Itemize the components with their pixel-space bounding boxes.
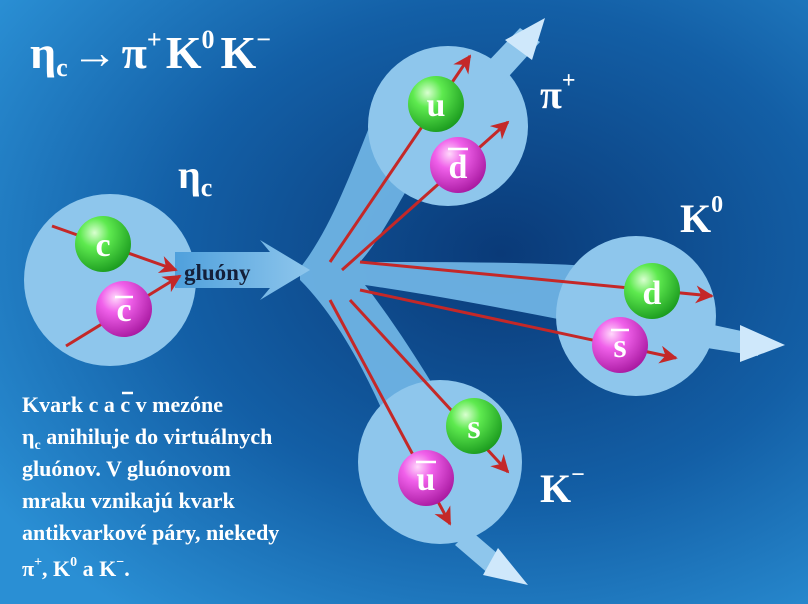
gluon-arrow bbox=[175, 240, 310, 300]
pi-plus-outgoing-arrow bbox=[505, 18, 545, 60]
antiquark-u-bar: u bbox=[398, 450, 454, 506]
quark-d: d bbox=[624, 263, 680, 319]
k-minus-label: K− bbox=[540, 462, 585, 511]
svg-text:ηc→π+K0K−: ηc→π+K0K− bbox=[30, 25, 271, 82]
quark-u: u bbox=[408, 76, 464, 132]
svg-text:mraku vznikajú kvark: mraku vznikajú kvark bbox=[22, 488, 235, 513]
antiquark-d-bar: d bbox=[430, 137, 486, 193]
svg-text:d: d bbox=[449, 149, 468, 186]
pi-plus-label: π+ bbox=[540, 68, 576, 117]
svg-text:antikvarkové páry, niekedy: antikvarkové páry, niekedy bbox=[22, 520, 279, 545]
k-zero-label: K0 bbox=[680, 192, 723, 241]
description-text: Kvark c a c v mezóne ηc anihiluje do vir… bbox=[22, 391, 279, 581]
k-zero-outgoing-arrow bbox=[740, 325, 785, 362]
svg-text:u: u bbox=[427, 87, 446, 124]
gluon-label: gluóny bbox=[184, 260, 251, 285]
svg-text:gluónov. V gluónovom: gluónov. V gluónovom bbox=[22, 456, 231, 481]
eta-c-blob bbox=[24, 194, 196, 366]
gluon-cloud bbox=[300, 120, 612, 440]
svg-text:c: c bbox=[95, 227, 110, 264]
svg-text:s: s bbox=[467, 409, 480, 446]
eta-c-label: ηc bbox=[178, 152, 212, 202]
quark-s: s bbox=[446, 398, 502, 454]
svg-text:d: d bbox=[643, 275, 662, 312]
quark-c: c bbox=[75, 216, 131, 272]
svg-text:ηc anihiluje do virtuálnych: ηc anihiluje do virtuálnych bbox=[22, 424, 272, 453]
svg-text:c: c bbox=[116, 292, 131, 329]
svg-text:s: s bbox=[613, 328, 626, 365]
antiquark-s-bar: s bbox=[592, 317, 648, 373]
k-minus-outgoing-arrow bbox=[483, 548, 528, 585]
svg-text:Kvark c a c v mezóne: Kvark c a c v mezóne bbox=[22, 392, 223, 417]
antiquark-c-bar: c bbox=[96, 281, 152, 337]
svg-text:u: u bbox=[417, 461, 436, 498]
svg-text:π+, K0 a K−.: π+, K0 a K−. bbox=[22, 555, 130, 581]
